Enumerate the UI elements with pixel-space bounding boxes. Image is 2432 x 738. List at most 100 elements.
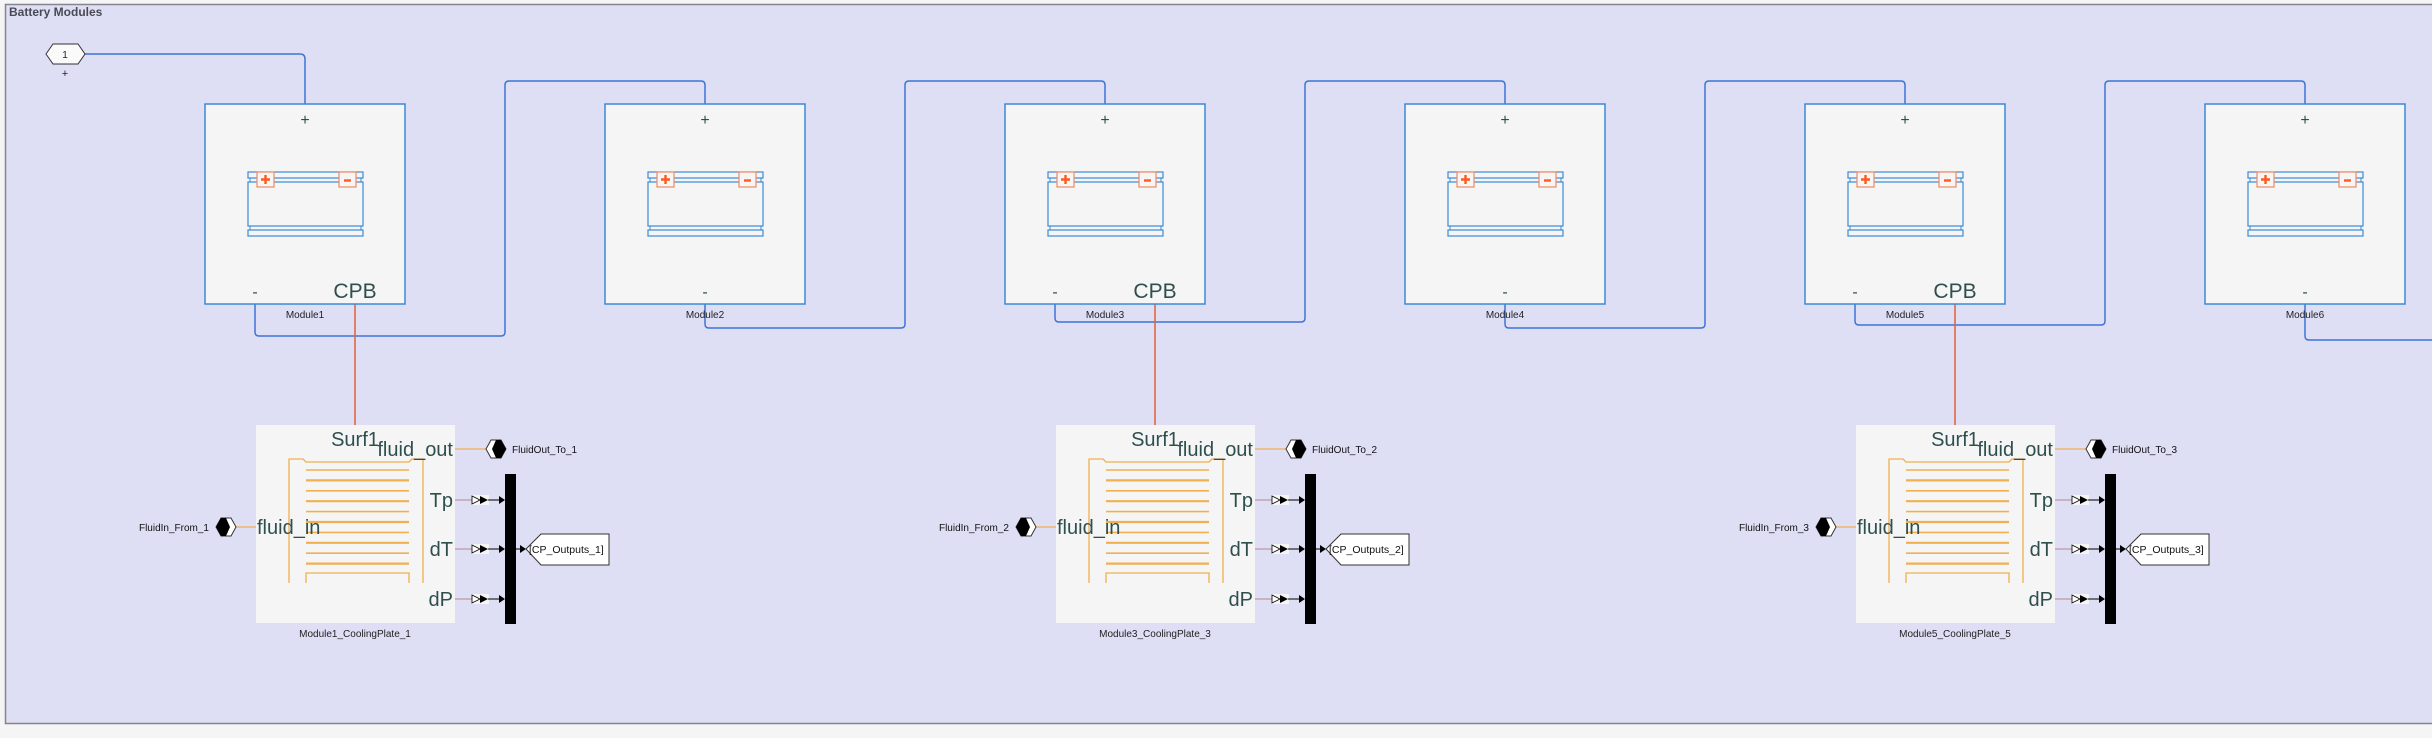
minus-port-label: - (1052, 284, 1057, 301)
surf1-port-label: Surf1 (1931, 429, 1979, 451)
fluid-in-connection-tag[interactable]: FluidIn_From_2 (939, 517, 1037, 537)
module-name: Module1 (286, 310, 325, 321)
inport-port-label: + (62, 68, 68, 80)
wire-module-series[interactable] (704, 80, 1106, 329)
battery-module-block[interactable]: + - CPB Module1 (204, 103, 406, 321)
cpb-port-label: CPB (1133, 280, 1176, 303)
goto-tag-cp-outputs[interactable]: [CP_Outputs_2] (1325, 533, 1410, 566)
wire-module-series[interactable] (1854, 80, 2306, 326)
module-name: Module4 (1486, 310, 1525, 321)
arrow-open-icon (1271, 495, 1281, 505)
output-port-label-tp: Tp (1230, 490, 1253, 512)
mux-bus-block[interactable] (1305, 474, 1316, 624)
fluid-in-connection-tag[interactable]: FluidIn_From_3 (1739, 517, 1837, 537)
fluid-in-tag-label: FluidIn_From_2 (939, 523, 1009, 534)
arrow-filled-icon (499, 595, 505, 603)
fluid-out-connection-tag[interactable]: FluidOut_To_2 (1285, 439, 1377, 459)
fluid-in-port-label: fluid_in (1057, 517, 1120, 539)
fluid-in-connection-tag[interactable]: FluidIn_From_1 (139, 517, 237, 537)
arrow-open-icon (471, 495, 481, 505)
output-port-label-dt: dT (430, 539, 453, 561)
cooling-plate-name: Module3_CoolingPlate_3 (1099, 629, 1211, 640)
goto-tag-cp-outputs[interactable]: [CP_Outputs_1] (525, 533, 610, 566)
arrow-filled-icon (499, 496, 505, 504)
output-port-label-dp: dP (1229, 589, 1253, 611)
module-body[interactable] (604, 103, 806, 305)
inport-shape[interactable] (45, 43, 86, 65)
goto-tag-label: [CP_Outputs_1] (529, 544, 604, 556)
cooling-plate-block[interactable]: Surf1fluid_outfluid_inTpdTdPModule5_Cool… (1856, 425, 2055, 640)
module-body[interactable] (1004, 103, 1206, 305)
wire-module-series[interactable] (1504, 80, 1906, 329)
wire-module-series[interactable] (254, 80, 706, 337)
cooling-plate-name: Module5_CoolingPlate_5 (1899, 629, 2011, 640)
battery-icon (247, 171, 364, 237)
fluid-in-port-label: fluid_in (1857, 517, 1920, 539)
minus-port-label: - (2302, 284, 2307, 301)
fluid-in-tag-label: FluidIn_From_3 (1739, 523, 1809, 534)
battery-icon (1447, 171, 1564, 237)
arrow-open-icon (2071, 495, 2081, 505)
goto-tag-cp-outputs[interactable]: [CP_Outputs_3] (2125, 533, 2210, 566)
area-title: Battery Modules (9, 5, 103, 19)
module-body[interactable] (204, 103, 406, 305)
fluid-out-port-label: fluid_out (1977, 439, 2053, 461)
battery-icon (2247, 171, 2364, 237)
output-port-label-dp: dP (2029, 589, 2053, 611)
arrow-filled-icon (2099, 595, 2105, 603)
arrow-filled-icon (2099, 545, 2105, 553)
arrow-filled-icon (499, 545, 505, 553)
battery-icon (1047, 171, 1164, 237)
surf1-port-label: Surf1 (1131, 429, 1179, 451)
battery-icon (647, 171, 764, 237)
minus-port-label: - (1502, 284, 1507, 301)
battery-module-block[interactable]: + - Module6 (2204, 103, 2406, 321)
minus-port-label: - (702, 284, 707, 301)
arrow-filled-icon (2080, 496, 2088, 504)
arrow-filled-icon (1299, 496, 1305, 504)
module-name: Module3 (1086, 310, 1125, 321)
arrow-filled-icon (1320, 545, 1326, 553)
battery-module-block[interactable]: +-Module2 (604, 103, 806, 321)
cooling-plate-icon (1088, 458, 1224, 583)
arrow-filled-icon (1280, 496, 1288, 504)
goto-tag-label: [CP_Outputs_2] (1329, 544, 1404, 556)
fluid-out-connection-tag[interactable]: FluidOut_To_1 (485, 439, 577, 459)
fluid-out-connection-tag[interactable]: FluidOut_To_3 (2085, 439, 2177, 459)
inport-1[interactable]: 1+ (45, 43, 86, 80)
cpb-port-label: CPB (1933, 280, 1976, 303)
cooling-plate-name: Module1_CoolingPlate_1 (299, 629, 411, 640)
wire-module-series[interactable] (1054, 80, 1506, 323)
inport-number: 1 (62, 50, 68, 61)
battery-module-block[interactable]: + - Module4 (1404, 103, 1606, 321)
arrow-filled-icon (480, 545, 488, 553)
arrow-filled-icon (2120, 545, 2126, 553)
cooling-plate-block[interactable]: Surf1fluid_outfluid_inTpdTdPModule1_Cool… (256, 425, 455, 640)
module-name: Module5 (1886, 310, 1925, 321)
wire-inport-to-module1[interactable] (85, 53, 306, 104)
fluid-out-tag-label: FluidOut_To_3 (2112, 445, 2177, 456)
plus-port-label: + (2300, 112, 2309, 129)
goto-tag-label: [CP_Outputs_3] (2129, 544, 2204, 556)
minus-port-label: - (252, 284, 257, 301)
wire-module6-out[interactable] (2304, 304, 2432, 341)
plus-port-label: + (300, 112, 309, 129)
mux-bus-block[interactable] (2105, 474, 2116, 624)
mux-bus-block[interactable] (505, 474, 516, 624)
cooling-plate-block[interactable]: Surf1fluid_outfluid_inTpdTdPModule3_Cool… (1056, 425, 1255, 640)
module-body[interactable] (2204, 103, 2406, 305)
arrow-filled-icon (480, 496, 488, 504)
module-body[interactable] (1804, 103, 2006, 305)
module-name: Module6 (2286, 310, 2325, 321)
arrow-filled-icon (1299, 595, 1305, 603)
arrow-open-icon (2071, 544, 2081, 554)
fluid-out-port-label: fluid_out (1177, 439, 1253, 461)
cpb-port-label: CPB (333, 280, 376, 303)
arrow-open-icon (2071, 594, 2081, 604)
module-body[interactable] (1404, 103, 1606, 305)
plus-port-label: + (1500, 112, 1509, 129)
fluid-out-tag-label: FluidOut_To_2 (1312, 445, 1377, 456)
